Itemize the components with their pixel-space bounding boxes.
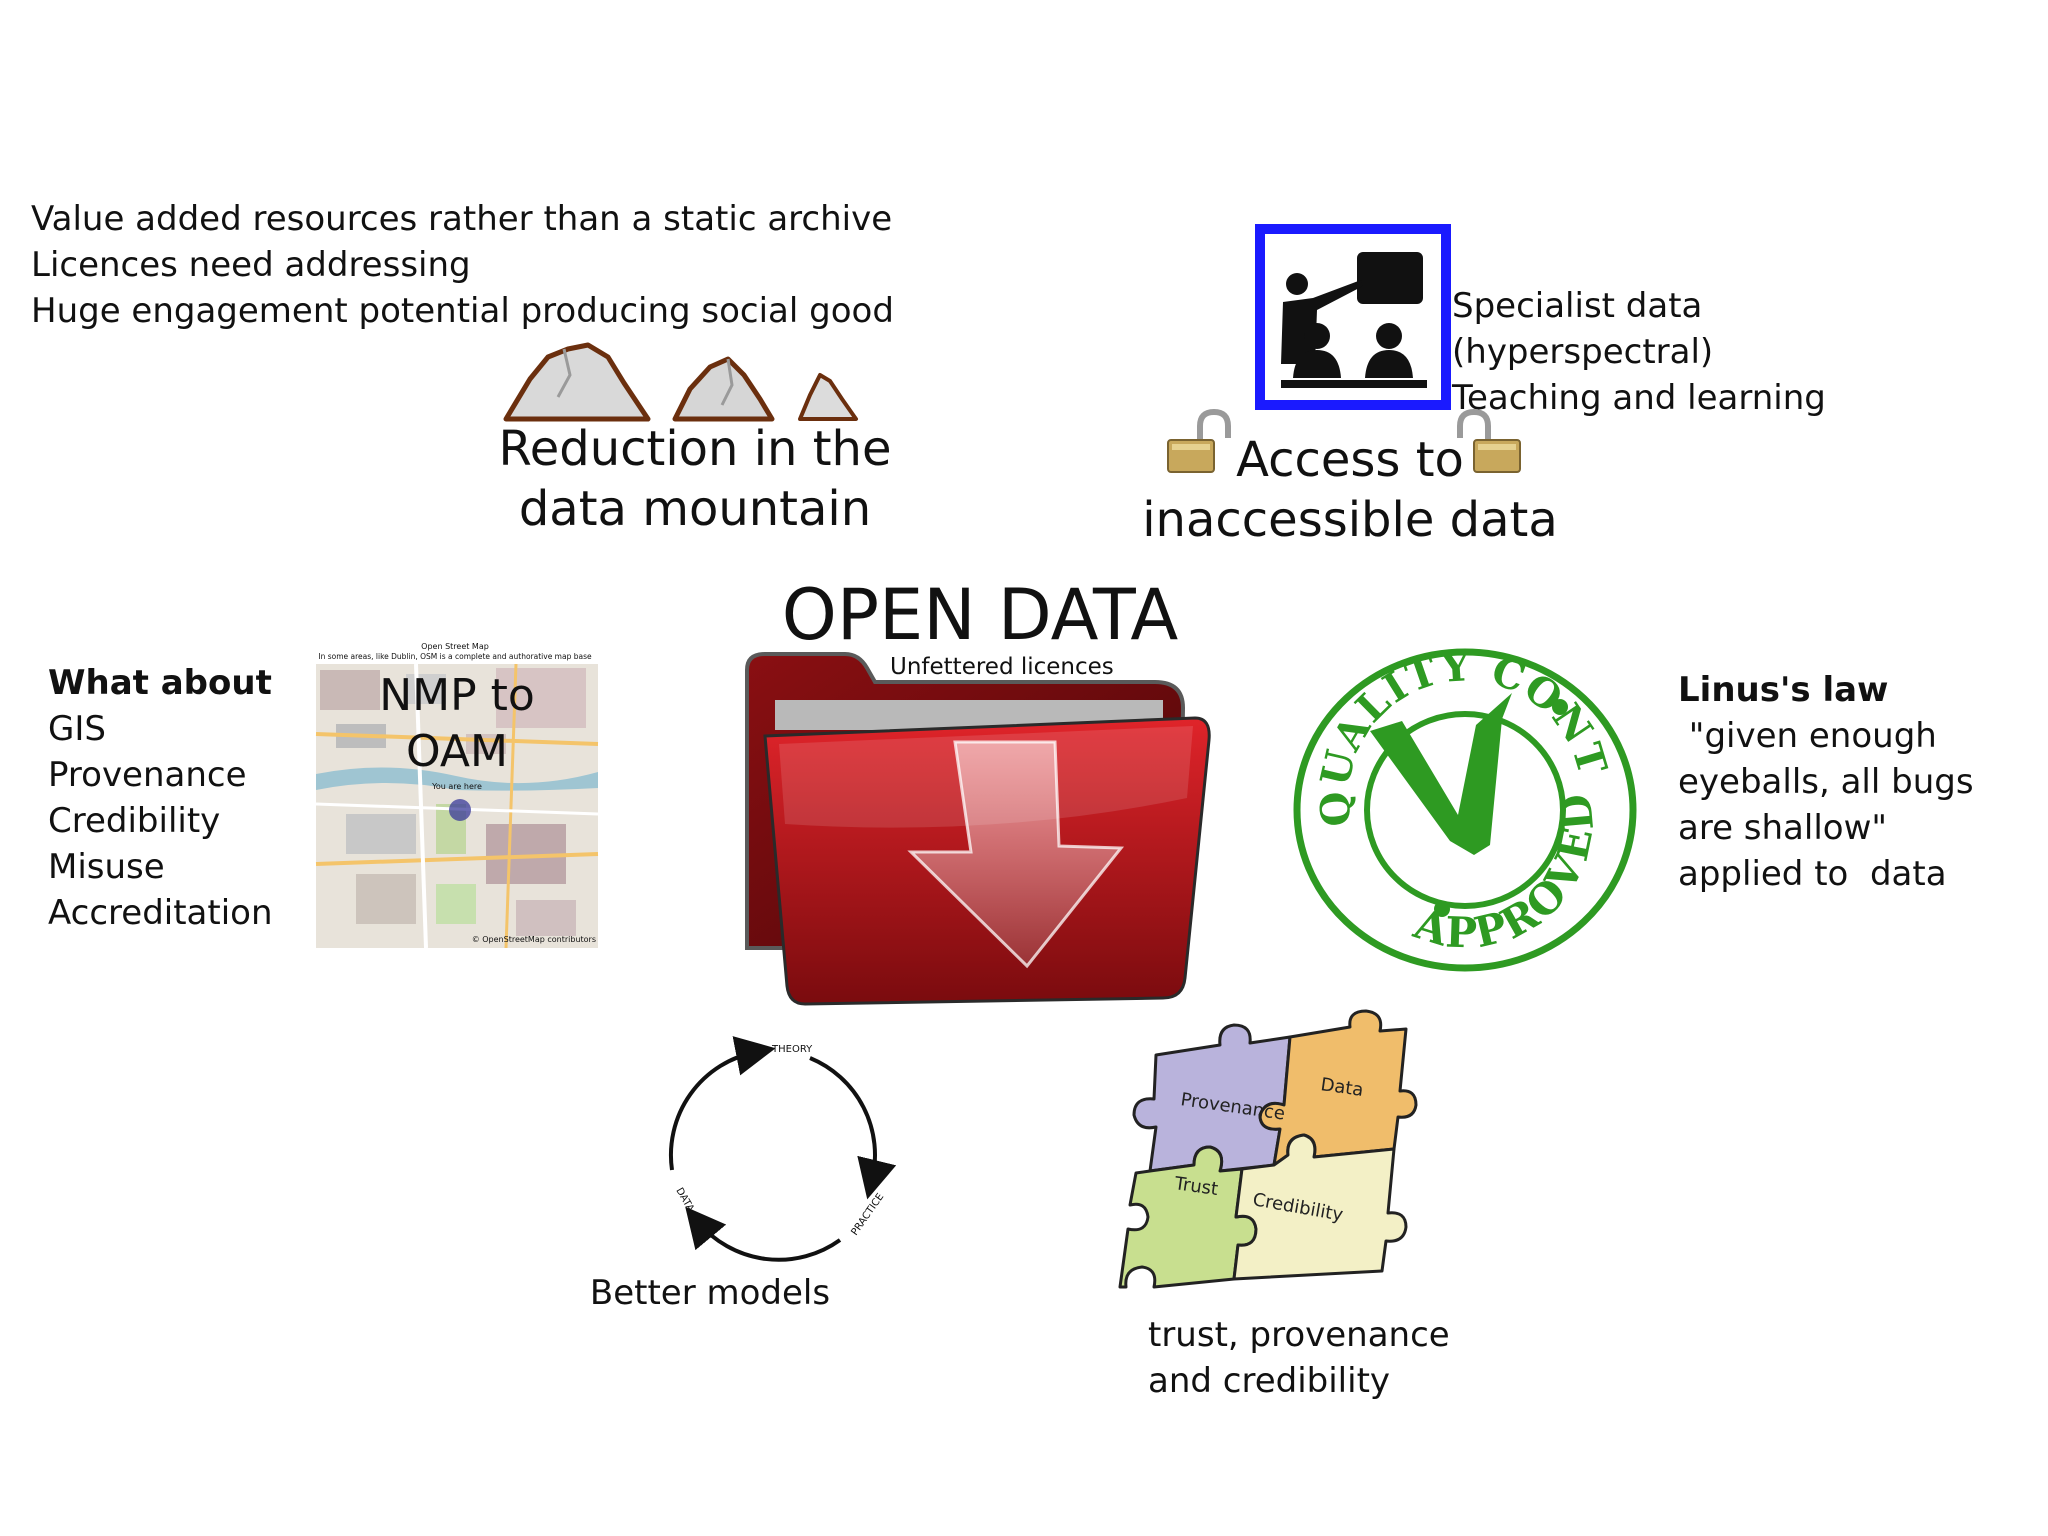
intro-line: Huge engagement potential producing soci…	[31, 291, 894, 331]
linus-law-line: applied to data	[1678, 854, 1947, 894]
what-about-heading: What about	[48, 663, 272, 703]
access-caption-line: inaccessible data	[1142, 492, 1558, 548]
map-header-title: Open Street Map	[421, 642, 489, 651]
open-padlock-right-icon	[1457, 408, 1521, 473]
linus-law-line: "given enough	[1678, 716, 1937, 756]
mountains-icon	[503, 342, 858, 422]
intro-text-block: Value added resources rather than a stat…	[31, 196, 894, 334]
linus-law-heading: Linus's law	[1678, 670, 1889, 710]
download-folder-icon	[745, 652, 1211, 1006]
open-data-subtitle: Unfettered licences	[890, 654, 1114, 680]
mountain-caption: Reduction in the data mountain	[440, 419, 950, 539]
cycle-caption: Better models	[589, 1273, 831, 1313]
what-about-list: What about GIS Provenance Credibility Mi…	[48, 660, 273, 936]
linus-law-block: Linus's law "given enough eyeballs, all …	[1678, 667, 1974, 897]
access-caption-line: Access to	[1236, 432, 1464, 488]
map-overlay-line: OAM	[406, 726, 508, 777]
map-overlay-text: NMP to OAM	[316, 668, 598, 780]
what-about-item: GIS	[48, 709, 106, 749]
access-side-line: Specialist data	[1452, 286, 1703, 326]
quality-control-approved-stamp-icon: QUALITY CONTROL APPROVED	[1272, 608, 1637, 972]
what-about-item: Provenance	[48, 755, 247, 795]
puzzle-caption: trust, provenance and credibility	[1148, 1312, 1450, 1404]
teaching-sign-icon	[1255, 224, 1451, 410]
access-side-line: Teaching and learning	[1452, 378, 1826, 418]
osm-map-panel: Open Street Map In some areas, like Dubl…	[300, 642, 610, 949]
city-map-image	[315, 663, 599, 949]
open-padlock-left-icon	[1167, 408, 1231, 473]
puzzle-caption-line: and credibility	[1148, 1361, 1391, 1401]
puzzle-caption-line: trust, provenance	[1148, 1315, 1450, 1355]
access-side-line: (hyperspectral)	[1452, 332, 1714, 372]
what-about-item: Accreditation	[48, 893, 273, 933]
map-marker-label: You are here	[432, 782, 482, 791]
map-header-text: In some areas, like Dublin, OSM is a com…	[318, 652, 592, 661]
access-side-text: Specialist data (hyperspectral) Teaching…	[1452, 283, 1826, 421]
intro-line: Licences need addressing	[31, 245, 471, 285]
mountain-caption-line: Reduction in the	[498, 421, 892, 477]
theory-practice-data-cycle-icon: THEORY PRACTICE DATA	[668, 1036, 897, 1262]
what-about-item: Misuse	[48, 847, 165, 887]
cycle-label-theory: THEORY	[771, 1044, 813, 1055]
cycle-label-practice: PRACTICE	[849, 1192, 886, 1238]
intro-line: Value added resources rather than a stat…	[31, 199, 893, 239]
map-overlay-line: NMP to	[379, 670, 535, 721]
access-caption: Access to inaccessible data	[1110, 430, 1590, 550]
map-attribution: © OpenStreetMap contributors	[471, 935, 596, 944]
linus-law-line: eyeballs, all bugs	[1678, 762, 1974, 802]
mountain-caption-line: data mountain	[518, 481, 872, 537]
linus-law-line: are shallow"	[1678, 808, 1888, 848]
jigsaw-puzzle-icon: Provenance Data Trust Credibility	[1118, 1009, 1418, 1289]
open-data-title: OPEN DATA	[781, 574, 1179, 656]
cycle-label-data: DATA	[673, 1186, 695, 1214]
what-about-item: Credibility	[48, 801, 221, 841]
